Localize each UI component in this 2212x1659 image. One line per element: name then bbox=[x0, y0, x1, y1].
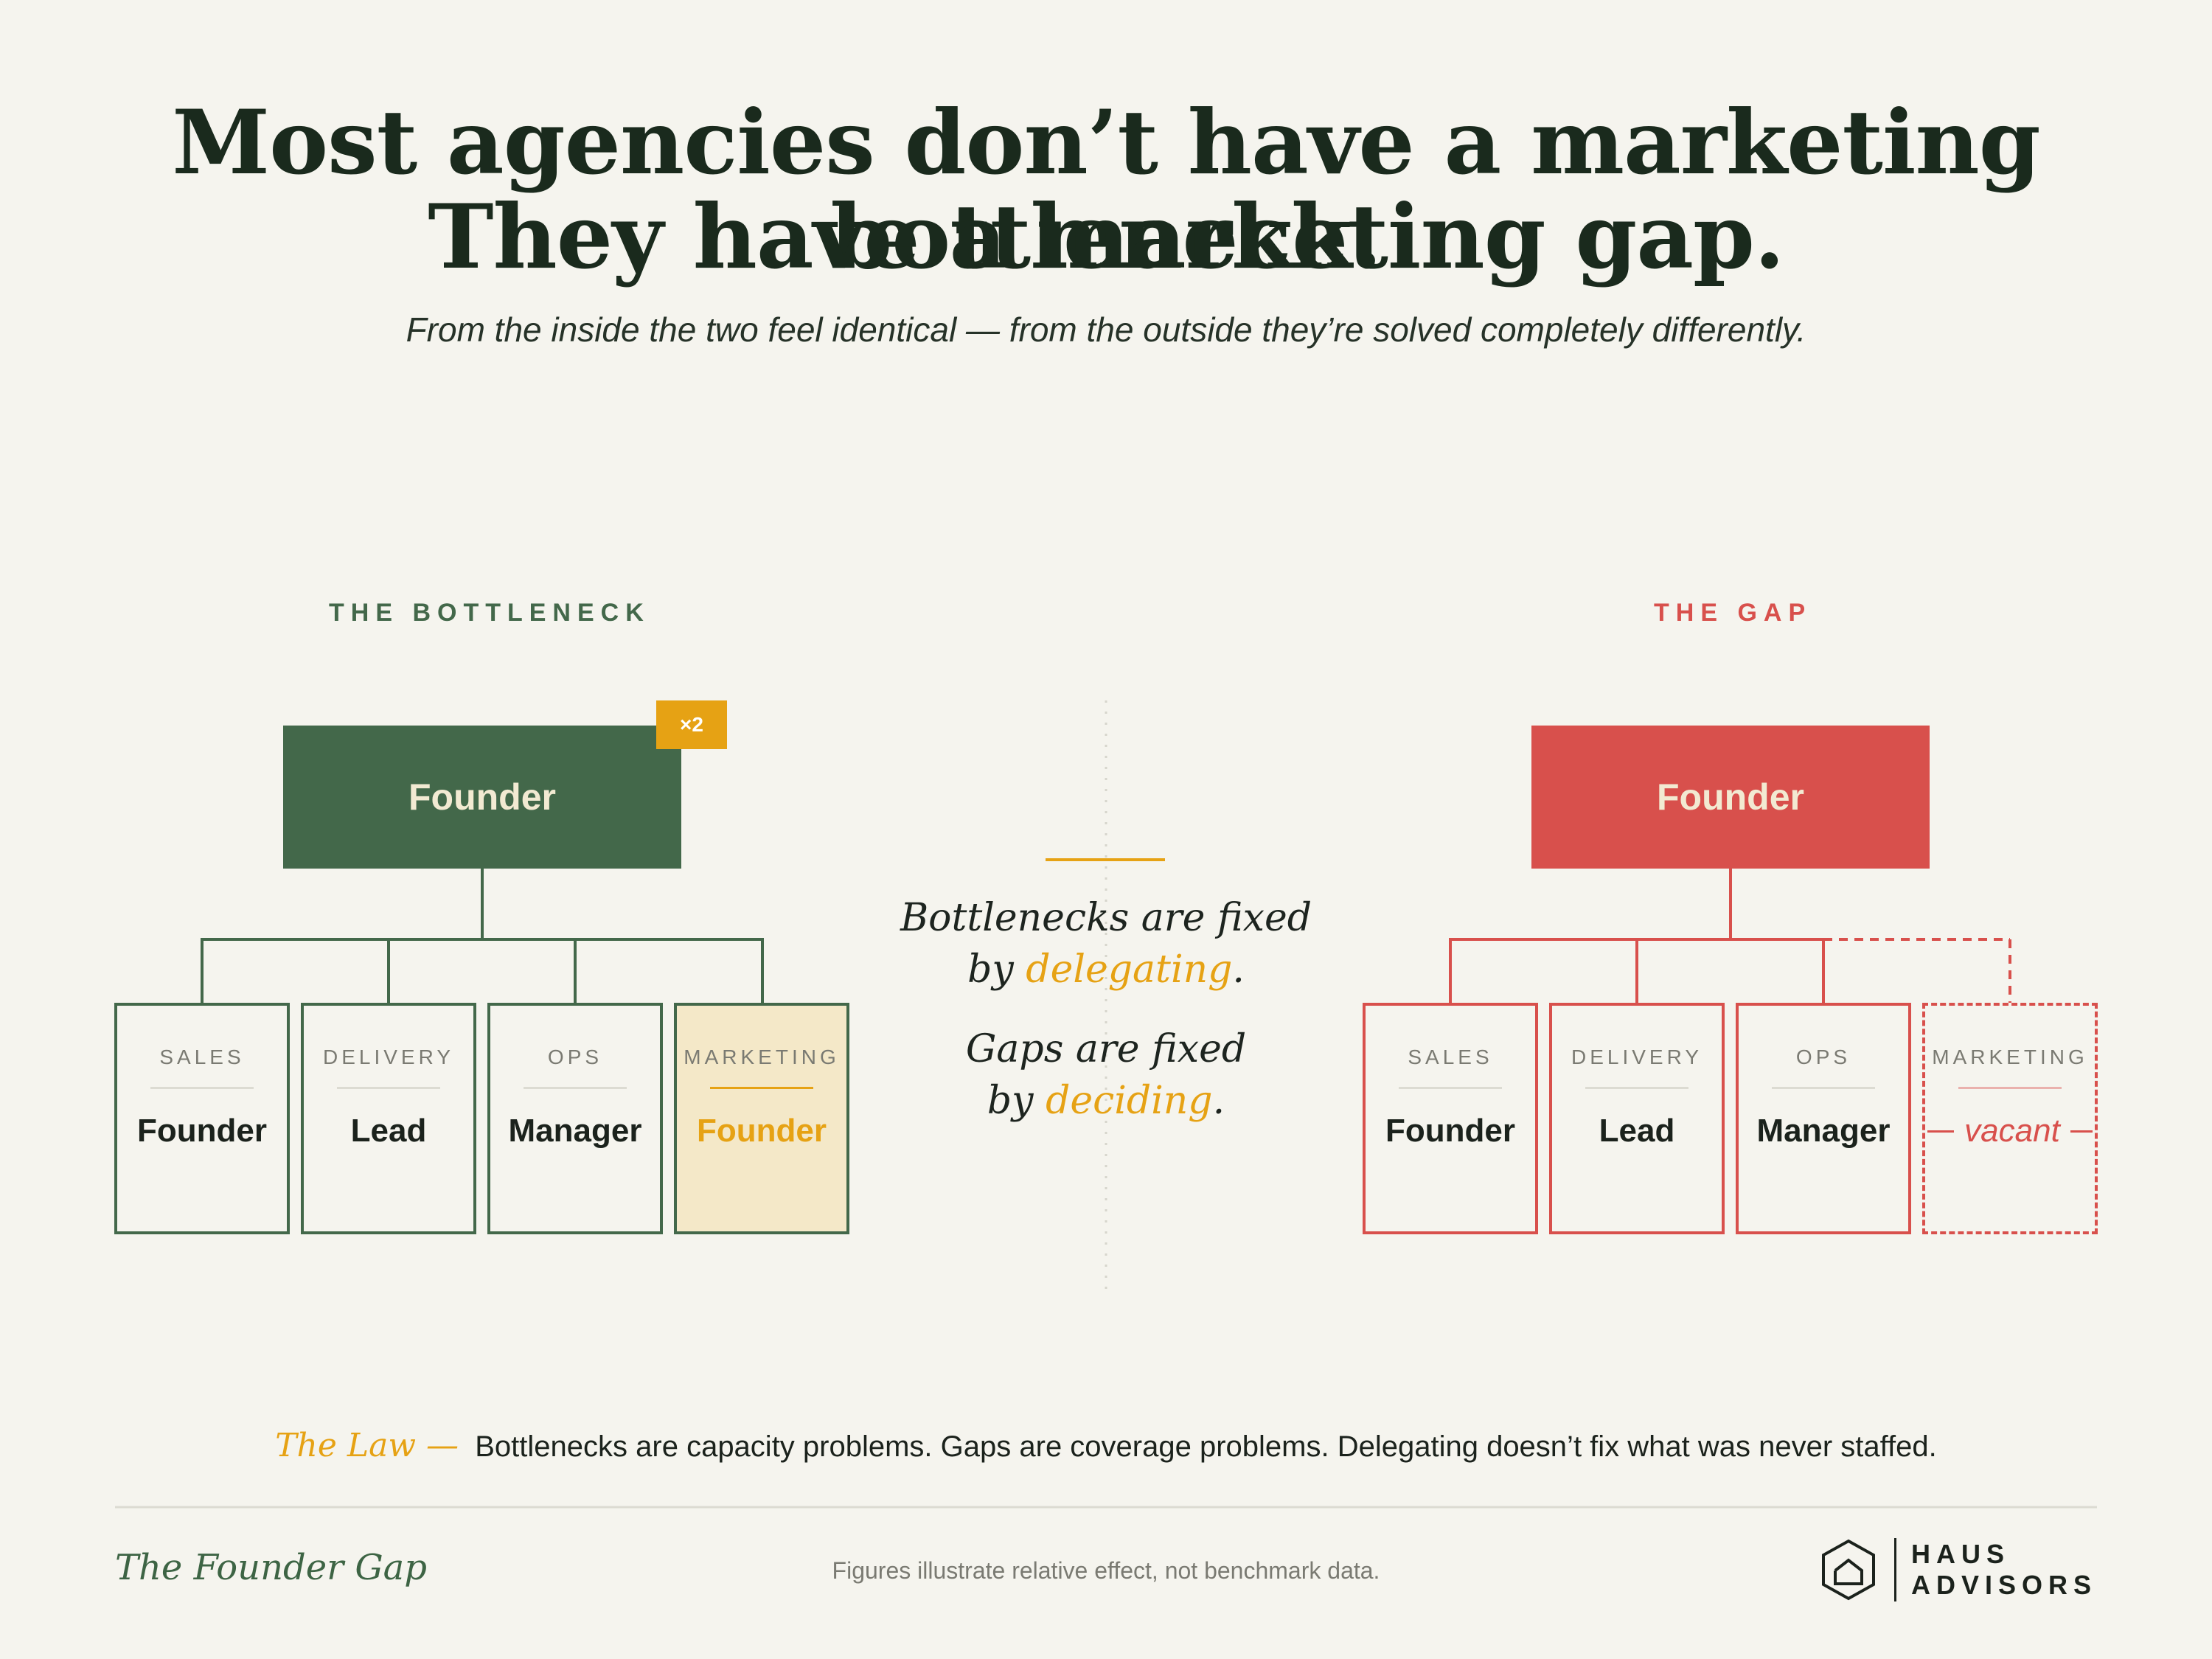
hexagon-house-icon bbox=[1821, 1539, 1875, 1601]
brand-divider bbox=[1893, 1538, 1896, 1601]
role-owner: Lead bbox=[350, 1113, 427, 1149]
role-divider bbox=[1399, 1087, 1502, 1089]
bottleneck-child-delivery: DELIVERY Lead bbox=[301, 1003, 476, 1234]
role-owner: Manager bbox=[1756, 1113, 1891, 1149]
bottleneck-founder-node: Founder bbox=[283, 726, 681, 869]
law-statement: The Law — Bottlenecks are capacity probl… bbox=[0, 1427, 2212, 1464]
center-statement-bottleneck: Bottlenecks are fixed by delegating. bbox=[885, 892, 1327, 995]
role-label: SALES bbox=[1408, 1046, 1493, 1068]
vacant-label: vacant bbox=[1964, 1113, 2060, 1149]
role-divider bbox=[710, 1087, 813, 1089]
role-owner: Founder bbox=[137, 1113, 267, 1149]
statement-line: Gaps are fixed bbox=[965, 1027, 1247, 1071]
statement-line: by deciding. bbox=[885, 1075, 1327, 1127]
brand-wordmark: HAUS ADVISORS bbox=[1911, 1539, 2097, 1601]
statement-word: by bbox=[967, 947, 1014, 992]
center-statement-gap: Gaps are fixed by deciding. bbox=[885, 1023, 1327, 1127]
role-label: OPS bbox=[547, 1046, 603, 1068]
bottleneck-child-ops: OPS Manager bbox=[487, 1003, 663, 1234]
role-divider bbox=[1772, 1087, 1875, 1089]
role-owner: Founder bbox=[1385, 1113, 1515, 1149]
brand-line-1: HAUS bbox=[1910, 1539, 2010, 1569]
vacant-owner: vacant bbox=[1927, 1113, 2093, 1150]
gap-founder-label: Founder bbox=[1657, 776, 1804, 818]
role-divider bbox=[524, 1087, 627, 1089]
statement-period: . bbox=[1232, 947, 1245, 992]
bottleneck-child-marketing: MARKETING Founder bbox=[674, 1003, 849, 1234]
gap-connectors bbox=[1449, 867, 2011, 1003]
law-tag: The Law — bbox=[275, 1427, 459, 1464]
role-owner: Manager bbox=[508, 1113, 642, 1149]
statement-period: . bbox=[1212, 1079, 1225, 1123]
law-text: Bottlenecks are capacity problems. Gaps … bbox=[475, 1430, 1937, 1463]
role-divider bbox=[1585, 1087, 1688, 1089]
headline-line-1: Most agencies don’t have a marketing bot… bbox=[172, 91, 2040, 289]
gap-label: THE GAP bbox=[1654, 599, 1812, 627]
role-label: SALES bbox=[159, 1046, 245, 1068]
gap-child-ops: OPS Manager bbox=[1736, 1003, 1911, 1234]
bottleneck-label: THE BOTTLENECK bbox=[329, 599, 650, 627]
double-load-badge: ×2 bbox=[656, 700, 727, 749]
gap-founder-node: Founder bbox=[1531, 726, 1930, 869]
footer-title: The Founder Gap bbox=[115, 1547, 428, 1588]
bottleneck-founder-label: Founder bbox=[408, 776, 556, 818]
role-label: MARKETING bbox=[1932, 1046, 2088, 1068]
accent-word-deciding: deciding bbox=[1046, 1079, 1213, 1123]
role-divider bbox=[150, 1087, 254, 1089]
statement-line: Bottlenecks are fixed bbox=[900, 896, 1312, 940]
role-divider bbox=[337, 1087, 440, 1089]
brand-line-2: ADVISORS bbox=[1910, 1570, 2097, 1600]
role-divider bbox=[1958, 1087, 2062, 1089]
gap-child-marketing-vacant: MARKETING vacant bbox=[1922, 1003, 2098, 1234]
gap-child-sales: SALES Founder bbox=[1363, 1003, 1538, 1234]
accent-word-delegating: delegating bbox=[1026, 947, 1233, 992]
role-label: DELIVERY bbox=[1571, 1046, 1703, 1068]
brand-logo: HAUS ADVISORS bbox=[1819, 1538, 2097, 1601]
role-owner: Founder bbox=[697, 1113, 827, 1149]
role-label: DELIVERY bbox=[323, 1046, 454, 1068]
bottleneck-child-sales: SALES Founder bbox=[114, 1003, 290, 1234]
role-label: MARKETING bbox=[684, 1046, 840, 1068]
role-label: OPS bbox=[1795, 1046, 1851, 1068]
statement-word: by bbox=[987, 1079, 1034, 1123]
footnote: Figures illustrate relative effect, not … bbox=[832, 1557, 1380, 1584]
subtitle: From the inside the two feel identical —… bbox=[406, 310, 1806, 349]
vacant-dash-left bbox=[1927, 1130, 1955, 1133]
headline-line-2: They have a marketing gap. bbox=[428, 185, 1785, 289]
bottleneck-connectors bbox=[201, 867, 764, 1003]
statement-line: by delegating. bbox=[885, 944, 1327, 995]
gap-child-delivery: DELIVERY Lead bbox=[1549, 1003, 1725, 1234]
role-owner: Lead bbox=[1599, 1113, 1675, 1149]
vacant-dash-right bbox=[2070, 1130, 2093, 1133]
